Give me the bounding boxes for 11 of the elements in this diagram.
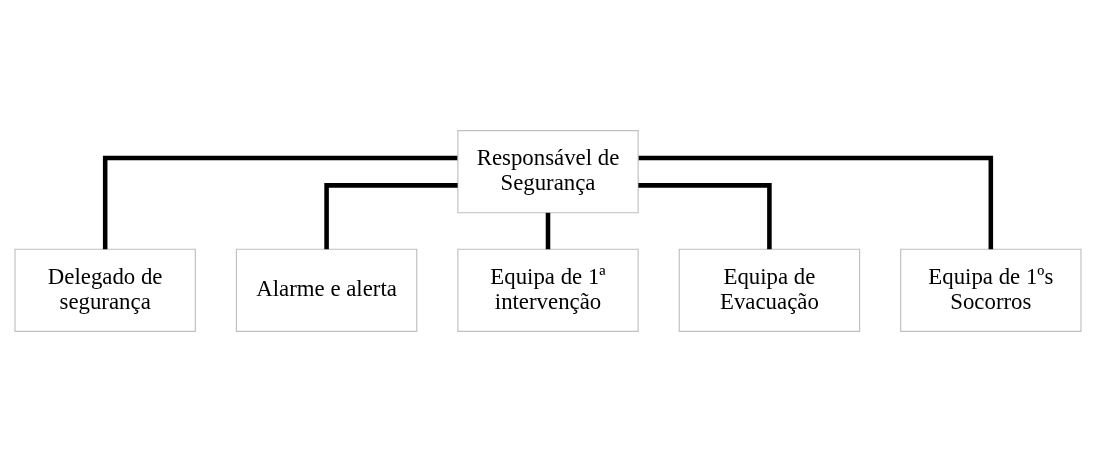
node-box: Equipa de 1ª intervenção bbox=[457, 248, 639, 332]
node-box: Delegado de segurança bbox=[14, 248, 196, 332]
connector bbox=[638, 155, 994, 250]
node-box: Alarme e alerta bbox=[235, 248, 418, 332]
node-box: Equipa de 1ºs Socorros bbox=[900, 248, 1082, 332]
connector bbox=[545, 212, 551, 250]
connector bbox=[324, 183, 458, 250]
connector bbox=[102, 155, 458, 250]
node-box: Responsável de Segurança bbox=[457, 130, 639, 214]
node-box: Equipa de Evacuação bbox=[678, 248, 861, 332]
connector bbox=[638, 183, 772, 250]
